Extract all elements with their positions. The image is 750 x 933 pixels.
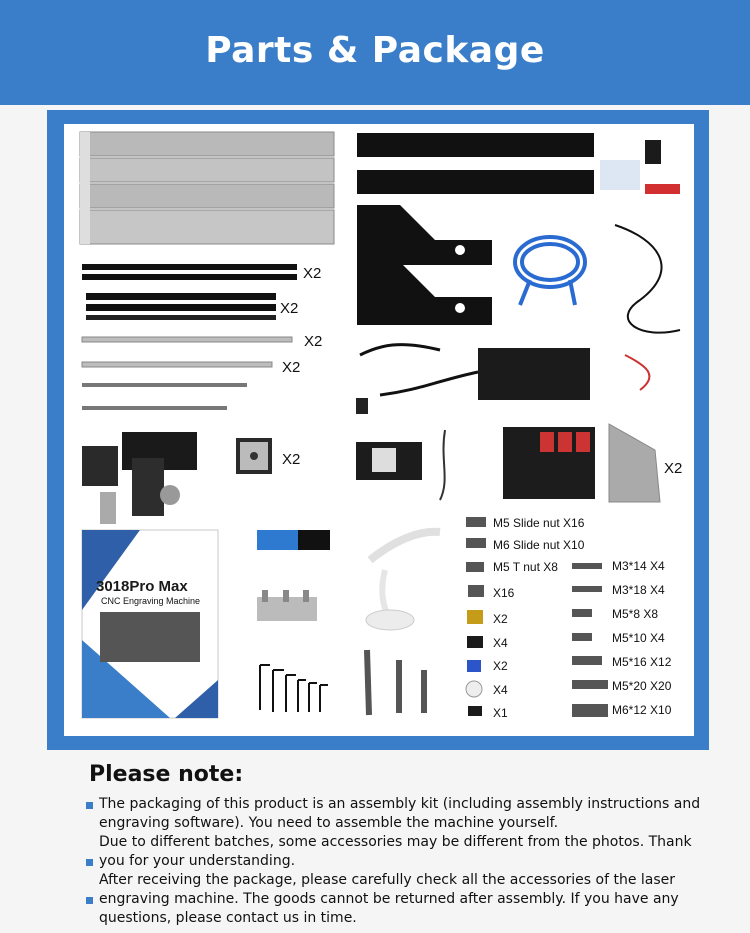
screw-label: M3*18 X4 bbox=[612, 583, 665, 597]
quantity-label-acrylic-plate: X2 bbox=[664, 460, 683, 477]
manual-cover bbox=[81, 529, 219, 719]
note-line: engraving software). You need to assembl… bbox=[99, 815, 559, 831]
note-line: questions, please contact us in time. bbox=[99, 910, 357, 926]
note-title: Please note: bbox=[89, 762, 244, 787]
manual-subtitle: CNC Engraving Machine bbox=[101, 596, 201, 606]
screw-label: M5*16 X12 bbox=[612, 655, 672, 669]
cable-assembly bbox=[439, 429, 446, 501]
clamps bbox=[257, 590, 317, 621]
hardware-label: M5 Slide nut X16 bbox=[493, 516, 585, 530]
hardware-label: X2 bbox=[493, 612, 508, 626]
quantity-label-stepper-motor: X2 bbox=[282, 451, 301, 468]
laser-module bbox=[257, 530, 330, 550]
screw-label: M5*8 X8 bbox=[612, 607, 659, 621]
small-accessories bbox=[600, 140, 681, 391]
mounting-plates bbox=[357, 133, 594, 325]
note-line: engraving machine. The goods cannot be r… bbox=[99, 891, 679, 907]
note-line: The packaging of this product is an asse… bbox=[99, 796, 701, 812]
quantity-label-black-rail-2: X2 bbox=[280, 300, 299, 317]
power-adapter bbox=[356, 343, 590, 414]
usb-cable bbox=[513, 235, 587, 306]
hardware-label: X4 bbox=[493, 683, 508, 697]
black-rails bbox=[82, 264, 297, 320]
hardware-label: M5 T nut X8 bbox=[493, 560, 558, 574]
manual-model: 3018Pro Max bbox=[96, 578, 188, 595]
screw-label: M6*12 X10 bbox=[612, 703, 672, 717]
quantity-label-smooth-rod: X2 bbox=[304, 333, 323, 350]
screw-label: M5*20 X20 bbox=[612, 679, 672, 693]
note-line: Due to different batches, some accessori… bbox=[99, 834, 692, 850]
quantity-label-black-rail: X2 bbox=[303, 265, 322, 282]
hardware-label: X2 bbox=[493, 659, 508, 673]
hardware-label: X4 bbox=[493, 636, 508, 650]
bullet-icon bbox=[86, 859, 93, 866]
acrylic-plate bbox=[608, 423, 661, 503]
screw-label: M5*10 X4 bbox=[612, 631, 665, 645]
hardware-icons bbox=[465, 517, 608, 717]
rods bbox=[81, 336, 293, 410]
bullet-icon bbox=[86, 897, 93, 904]
hardware-label: X1 bbox=[493, 706, 508, 720]
controller-board bbox=[503, 427, 595, 499]
bullet-icon bbox=[86, 802, 93, 809]
spindle-assembly bbox=[82, 432, 197, 524]
screw-label: M3*14 X4 bbox=[612, 559, 665, 573]
page-title: Parts & Package bbox=[205, 30, 545, 71]
quantity-label-lead-rod: X2 bbox=[282, 359, 301, 376]
desk-lamp bbox=[365, 527, 441, 631]
hardware-label: M6 Slide nut X10 bbox=[493, 538, 585, 552]
stepper-motor bbox=[236, 438, 272, 474]
hardware-label: X16 bbox=[493, 586, 515, 600]
note-line: After receiving the package, please care… bbox=[99, 872, 676, 888]
header-banner: Parts & Package bbox=[0, 0, 750, 105]
note-line: you for your understanding. bbox=[99, 853, 296, 869]
wrenches bbox=[364, 649, 427, 716]
hex-keys bbox=[259, 664, 328, 712]
offline-controller bbox=[356, 442, 422, 480]
aluminum-profiles bbox=[79, 131, 335, 245]
